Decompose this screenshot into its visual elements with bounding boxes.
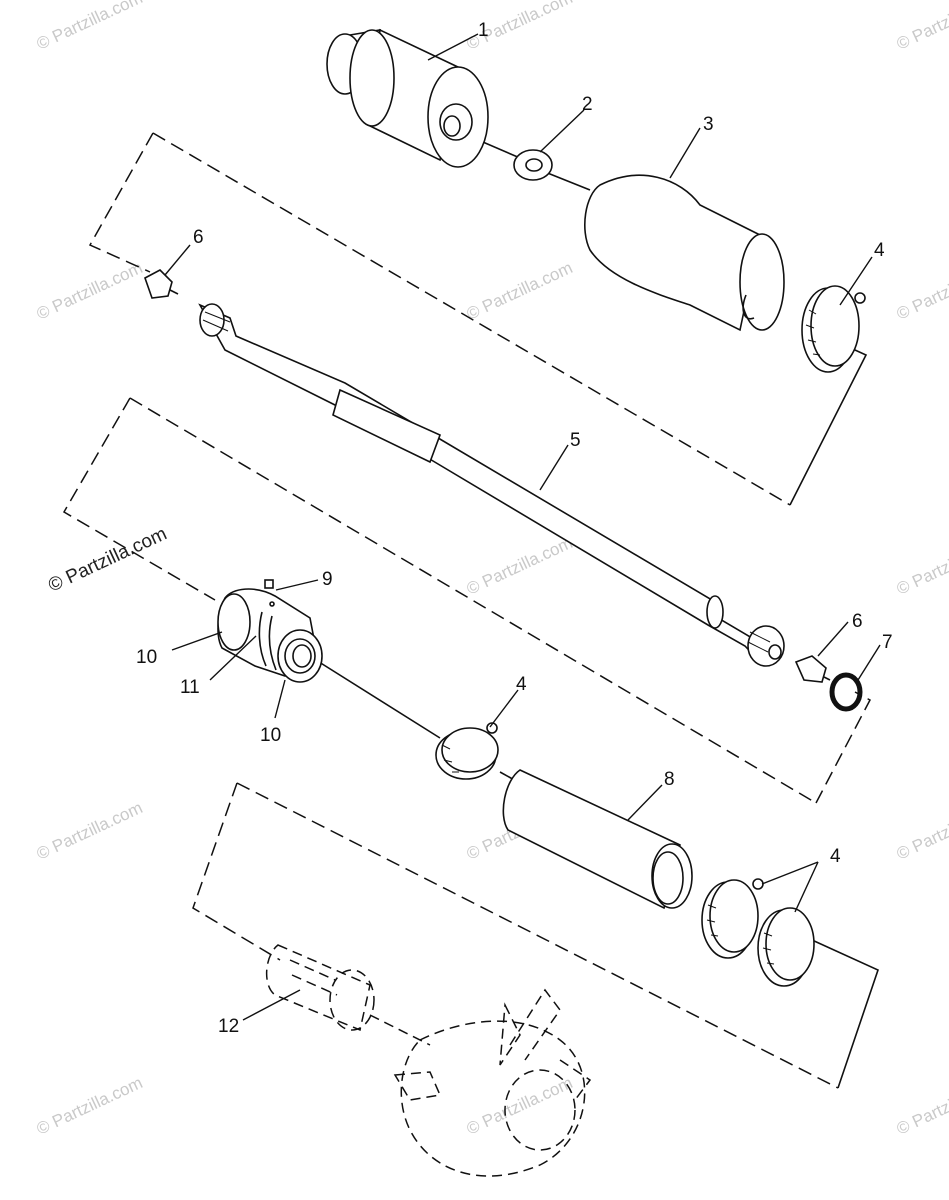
watermark: © Partzilla.com	[894, 798, 949, 864]
callout-8: 8	[664, 769, 675, 790]
watermark: © Partzilla.com	[894, 258, 949, 324]
watermark: © Partzilla.com	[464, 258, 576, 324]
part-4-clamp-middle	[435, 722, 499, 780]
watermark: © Partzilla.com	[34, 0, 146, 54]
watermark: © Partzilla.com	[894, 533, 949, 599]
part-10-11-coupler	[217, 588, 323, 683]
callout-4: 4	[516, 674, 527, 695]
callout-4: 4	[830, 846, 841, 867]
callout-10: 10	[136, 647, 157, 668]
part-9-setscrew	[264, 579, 275, 607]
part-2-washer	[513, 149, 553, 181]
callout-11: 11	[180, 677, 200, 698]
callout-7: 7	[882, 632, 893, 653]
watermark: © Partzilla.com	[894, 0, 949, 54]
watermark: © Partzilla.com	[34, 258, 146, 324]
impeller-phantom	[393, 988, 592, 1177]
callout-1: 1	[478, 20, 489, 41]
callout-2: 2	[582, 94, 593, 115]
callout-6: 6	[852, 611, 863, 632]
part-4-clamp-lower-b	[757, 907, 815, 987]
part-6-cap-left	[144, 269, 179, 299]
callout-labels: 1 2 3 4 5 6 6 7 9 10 11 10 4 8 4 12	[136, 20, 893, 1037]
part-5-driveshaft	[198, 303, 785, 667]
watermark: © Partzilla.com	[464, 533, 576, 599]
watermark: © Partzilla.com	[34, 1073, 146, 1139]
watermark: © Partzilla.com	[34, 798, 146, 864]
watermark-prominent: © Partzilla.com	[45, 523, 170, 596]
watermark: © Partzilla.com	[464, 1073, 576, 1139]
callout-12: 12	[218, 1016, 239, 1037]
part-1-housing	[326, 28, 489, 168]
callout-4: 4	[874, 240, 885, 261]
part-4-clamp-lower-a	[701, 878, 764, 959]
assembly-outline-lower	[192, 782, 879, 1089]
part-3-boot	[584, 174, 785, 332]
callout-5: 5	[570, 430, 581, 451]
watermark-layer: © Partzilla.com © Partzilla.com © Partzi…	[34, 0, 949, 1139]
callout-10: 10	[260, 725, 281, 746]
leader-lines	[164, 33, 881, 1021]
watermark: © Partzilla.com	[894, 1073, 949, 1139]
callout-3: 3	[703, 114, 714, 135]
part-8-tube	[502, 769, 693, 910]
callout-6: 6	[193, 227, 204, 248]
part-7-oring	[829, 672, 863, 712]
callout-9: 9	[322, 569, 333, 590]
part-6-cap-right	[794, 655, 831, 683]
part-4-clamp-upper	[801, 285, 866, 373]
